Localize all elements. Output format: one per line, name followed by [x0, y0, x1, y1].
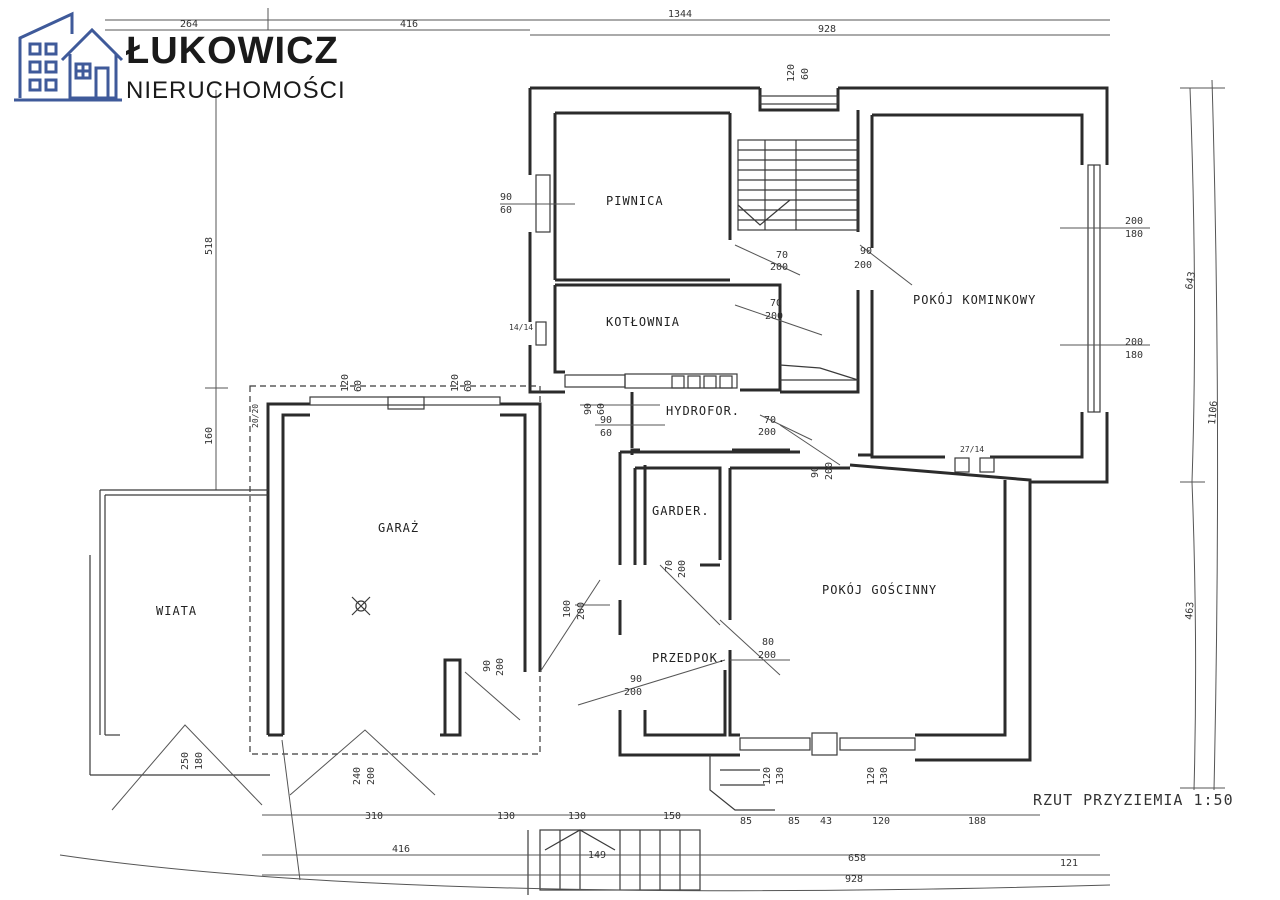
- dim-bottom2-149: 149: [588, 850, 606, 861]
- top-dimensions: 264 416 1344 928: [105, 8, 1110, 36]
- room-label-kotlownia: KOTŁOWNIA: [606, 315, 680, 329]
- open-wiata-gate-h: 180: [194, 752, 205, 770]
- open-kominkowy-window2-w: 200: [1125, 337, 1143, 348]
- open-corridor-door-h: 200: [824, 462, 835, 480]
- dim-bottom-188: 188: [968, 816, 986, 827]
- open-hydrofor-window-h: 60: [600, 428, 612, 439]
- dim-bottom2-416: 416: [392, 844, 410, 855]
- north-block-walls: [528, 86, 1109, 484]
- dim-bottom-85a: 85: [740, 816, 752, 827]
- room-label-pokoj-kominkowy: POKÓJ KOMINKOWY: [913, 292, 1036, 307]
- room-label-przedpok: PRZEDPOK.: [652, 651, 726, 665]
- open-garage-vertical-w: 90: [482, 660, 493, 672]
- open-piwnica-door-h: 200: [770, 262, 788, 273]
- dim-top-416: 416: [400, 19, 418, 30]
- open-bottom-window1-w: 120: [762, 767, 773, 785]
- house-building-logo-icon: [14, 11, 124, 102]
- open-hydrofor-door-w: 70: [764, 415, 776, 426]
- open-garder-door-h: 200: [677, 560, 688, 578]
- open-kominkowy-window1-h: 180: [1125, 229, 1143, 240]
- open-garage-wide-h: 200: [576, 602, 587, 620]
- open-chimney: 27/14: [960, 445, 984, 454]
- north-opening-leaders: [500, 203, 1150, 466]
- open-garage-window2-h: 60: [463, 380, 474, 392]
- open-hydrofor-small-a: 90: [583, 403, 594, 415]
- room-label-hydrofor: HYDROFOR.: [666, 404, 740, 418]
- dim-bottom-120: 120: [872, 816, 890, 827]
- open-kotlownia-door-h: 200: [765, 311, 783, 322]
- open-corridor-door-w: 90: [810, 466, 821, 478]
- open-garage-gate-h: 200: [366, 767, 377, 785]
- left-dimensions: 518 160: [204, 90, 228, 490]
- open-bottom-window1-h: 130: [775, 767, 786, 785]
- dim-right-1106: 1106: [1207, 400, 1220, 425]
- bottom-dimensions: 310 130 130 150 85 85 43 120 188 416 149…: [59, 811, 1111, 892]
- open-garage-window1-w: 120: [340, 374, 351, 392]
- open-kominkowy-window1-w: 200: [1125, 216, 1143, 227]
- dim-bottom-130a: 130: [497, 811, 515, 822]
- south-opening-leaders: [111, 564, 790, 881]
- room-label-pokoj-goscinny: POKÓJ GOŚCINNY: [822, 582, 937, 597]
- brand-name: ŁUKOWICZ: [126, 30, 339, 72]
- open-goscinny-door-w: 80: [762, 637, 774, 648]
- open-hydrofor-small-b: 60: [596, 403, 607, 415]
- room-label-wiata: WIATA: [156, 604, 197, 618]
- room-label-piwnica: PIWNICA: [606, 194, 664, 208]
- opening-labels: 120 60 90 60 70 200 90 200 200 180 200 1…: [180, 64, 1143, 785]
- open-kominkowy-door-w: 90: [860, 246, 872, 257]
- dim-bottom-130b: 130: [568, 811, 586, 822]
- open-przedpok-door-h: 200: [624, 687, 642, 698]
- open-top-window-w: 120: [786, 64, 797, 82]
- open-bottom-window2-w: 120: [866, 767, 877, 785]
- dim-right-463: 463: [1184, 601, 1197, 620]
- open-garage-window1-h: 60: [353, 380, 364, 392]
- open-kominkowy-door-h: 200: [854, 260, 872, 271]
- dim-bottom-310: 310: [365, 811, 383, 822]
- open-kotlownia-vent: 14/14: [509, 323, 533, 332]
- open-garder-door-w: 70: [664, 560, 675, 572]
- open-wiata-gate-w: 250: [180, 752, 191, 770]
- brand-tagline: NIERUCHOMOŚCI: [126, 77, 346, 104]
- dim-top-928: 928: [818, 24, 836, 35]
- open-bottom-window2-h: 130: [879, 767, 890, 785]
- room-label-garder: GARDER.: [652, 504, 710, 518]
- dim-bottom-43: 43: [820, 816, 832, 827]
- open-piwnica-window-w: 90: [500, 192, 512, 203]
- dim-bottom2-658: 658: [848, 853, 866, 864]
- north-windows: [535, 95, 1101, 473]
- dim-top-1344: 1344: [668, 9, 692, 20]
- logo: [14, 11, 124, 102]
- dim-bottom2-121: 121: [1060, 858, 1078, 869]
- south-block-walls: [618, 450, 1032, 811]
- open-garage-vertical-h: 200: [495, 658, 506, 676]
- dim-right-643: 643: [1184, 271, 1198, 291]
- open-kominkowy-window2-h: 180: [1125, 350, 1143, 361]
- dim-bottom2-928: 928: [845, 874, 863, 885]
- open-garage-wide-w: 100: [562, 600, 573, 618]
- garage-walls: [249, 385, 542, 755]
- dim-bottom-150: 150: [663, 811, 681, 822]
- dim-top-264: 264: [180, 19, 198, 30]
- entrance-steps: [527, 829, 701, 895]
- open-goscinny-door-h: 200: [758, 650, 776, 661]
- open-garage-small: 20/20: [251, 404, 260, 428]
- carport-walls: [89, 489, 270, 776]
- open-hydrofor-window-w: 90: [600, 415, 612, 426]
- staircase: [737, 139, 859, 381]
- room-label-garaz: GARAŻ: [378, 520, 419, 535]
- open-garage-gate-w: 240: [352, 767, 363, 785]
- open-przedpok-door-w: 90: [630, 674, 642, 685]
- open-kotlownia-door-w: 70: [770, 298, 782, 309]
- open-piwnica-window-h: 60: [500, 205, 512, 216]
- right-dimensions: 643 1106 463: [1180, 79, 1225, 791]
- dim-bottom-85b: 85: [788, 816, 800, 827]
- open-garage-window2-w: 120: [450, 374, 461, 392]
- dim-left-160: 160: [204, 427, 215, 445]
- dim-left-518: 518: [204, 237, 215, 255]
- open-hydrofor-door-h: 200: [758, 427, 776, 438]
- open-top-window-h: 60: [800, 68, 811, 80]
- open-piwnica-door-w: 70: [776, 250, 788, 261]
- plan-title: RZUT PRZYZIEMIA 1:50: [1033, 791, 1234, 809]
